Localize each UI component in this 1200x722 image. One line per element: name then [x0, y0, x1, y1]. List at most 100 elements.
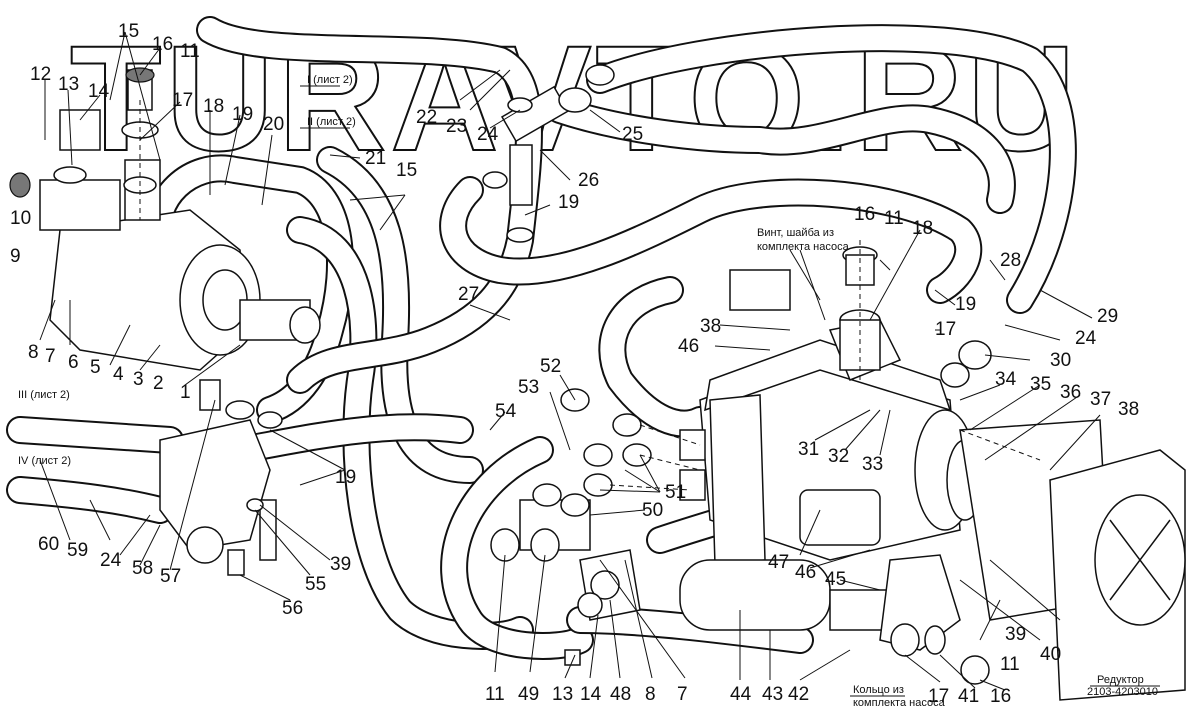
callout: 35	[1030, 374, 1051, 395]
callout: 44	[730, 684, 752, 705]
callout: 11	[485, 684, 505, 705]
callout: 19	[335, 467, 356, 488]
callout: 32	[828, 446, 849, 467]
callout: 17	[928, 686, 949, 707]
callout: 46	[678, 336, 699, 357]
callout: 26	[578, 170, 599, 191]
callout: 51	[665, 482, 686, 503]
callout: 15	[118, 21, 139, 42]
callout: 7	[677, 684, 688, 705]
callout: 43	[762, 684, 783, 705]
callout: 7	[45, 346, 56, 367]
note-screw-washer-2: комплекта насоса	[757, 241, 850, 253]
callout: 24	[477, 124, 499, 145]
callout: 20	[263, 114, 284, 135]
callout: 58	[132, 558, 153, 579]
callout: 13	[552, 684, 573, 705]
callout: 19	[955, 294, 976, 315]
callout: 60	[38, 534, 59, 555]
callout: 8	[28, 342, 39, 363]
callouts: 15 16 11 12 13 14 17 18 19 20 10 9 21 22…	[10, 21, 1139, 707]
bottom-fittings	[490, 394, 766, 666]
note-sheet-3: III (лист 2)	[18, 389, 70, 401]
callout: 41	[958, 686, 979, 707]
tee-fitting	[482, 64, 615, 243]
note-sheet-1: I (лист 2)	[307, 74, 353, 86]
callout: 22	[416, 107, 437, 128]
callout: 33	[862, 454, 883, 475]
callout: 9	[10, 246, 21, 267]
callout: 15	[396, 160, 417, 181]
notes: I (лист 2) II (лист 2) III (лист 2) IV (…	[18, 74, 1160, 709]
callout: 49	[518, 684, 539, 705]
callout: 40	[1040, 644, 1061, 665]
alignment-lines	[139, 100, 1041, 491]
callout: 4	[113, 364, 124, 385]
callout: 23	[446, 116, 467, 137]
callout: 18	[203, 96, 224, 117]
callout: 14	[88, 81, 110, 102]
callout: 2	[153, 373, 164, 394]
callout: 39	[1005, 624, 1026, 645]
callout: 39	[330, 554, 351, 575]
note-ring-kit-2: комплекта насоса	[853, 697, 946, 709]
callout: 12	[30, 64, 51, 85]
callout: 11	[180, 41, 200, 62]
callout: 37	[1090, 389, 1111, 410]
callout: 54	[495, 401, 517, 422]
callout: 46	[795, 562, 816, 583]
main-pump	[699, 246, 1111, 621]
callout: 19	[232, 104, 253, 125]
note-screw-washer: Винт, шайба из	[757, 227, 834, 239]
callout: 11	[1000, 654, 1020, 675]
callout: 24	[1075, 328, 1097, 349]
reducer	[1049, 449, 1186, 701]
note-reducer: Редуктор	[1097, 674, 1144, 686]
callout: 21	[365, 148, 386, 169]
note-reducer-code: 2103-4203010	[1087, 686, 1158, 698]
valve-block	[159, 379, 283, 576]
callout: 13	[58, 74, 79, 95]
callout: 52	[540, 356, 561, 377]
callout: 11	[884, 208, 904, 229]
note-sheet-2: II (лист 2)	[307, 116, 356, 128]
callout: 59	[67, 540, 88, 561]
callout: 42	[788, 684, 809, 705]
callout: 10	[10, 208, 31, 229]
callout: 25	[622, 124, 643, 145]
callout: 36	[1060, 382, 1081, 403]
callout: 5	[90, 357, 101, 378]
callout: 30	[1050, 350, 1071, 371]
callout: 28	[1000, 250, 1021, 271]
callout: 18	[912, 218, 933, 239]
callout: 38	[1118, 399, 1139, 420]
callout: 53	[518, 377, 539, 398]
callout: 47	[768, 552, 789, 573]
left-pump	[9, 67, 321, 371]
callout: 8	[645, 684, 656, 705]
callout: 48	[610, 684, 631, 705]
callout: 55	[305, 574, 326, 595]
note-ring-kit: Кольцо из	[853, 684, 904, 696]
callout: 38	[700, 316, 721, 337]
leader-lines	[39, 31, 1101, 691]
callout: 57	[160, 566, 181, 587]
callout: 19	[558, 192, 579, 213]
callout: 16	[152, 34, 173, 55]
callout: 45	[825, 569, 846, 590]
callout: 24	[100, 550, 122, 571]
callout: 16	[854, 204, 875, 225]
callout: 27	[458, 284, 479, 305]
note-sheet-4: IV (лист 2)	[18, 455, 71, 467]
cylinder	[679, 554, 990, 685]
callout: 14	[580, 684, 602, 705]
callout: 31	[798, 439, 819, 460]
callout: 50	[642, 500, 663, 521]
callout: 34	[995, 369, 1017, 390]
callout: 6	[68, 352, 79, 373]
callout: 29	[1097, 306, 1118, 327]
callout: 16	[990, 686, 1011, 707]
callout: 3	[133, 369, 144, 390]
callout: 17	[172, 90, 193, 111]
